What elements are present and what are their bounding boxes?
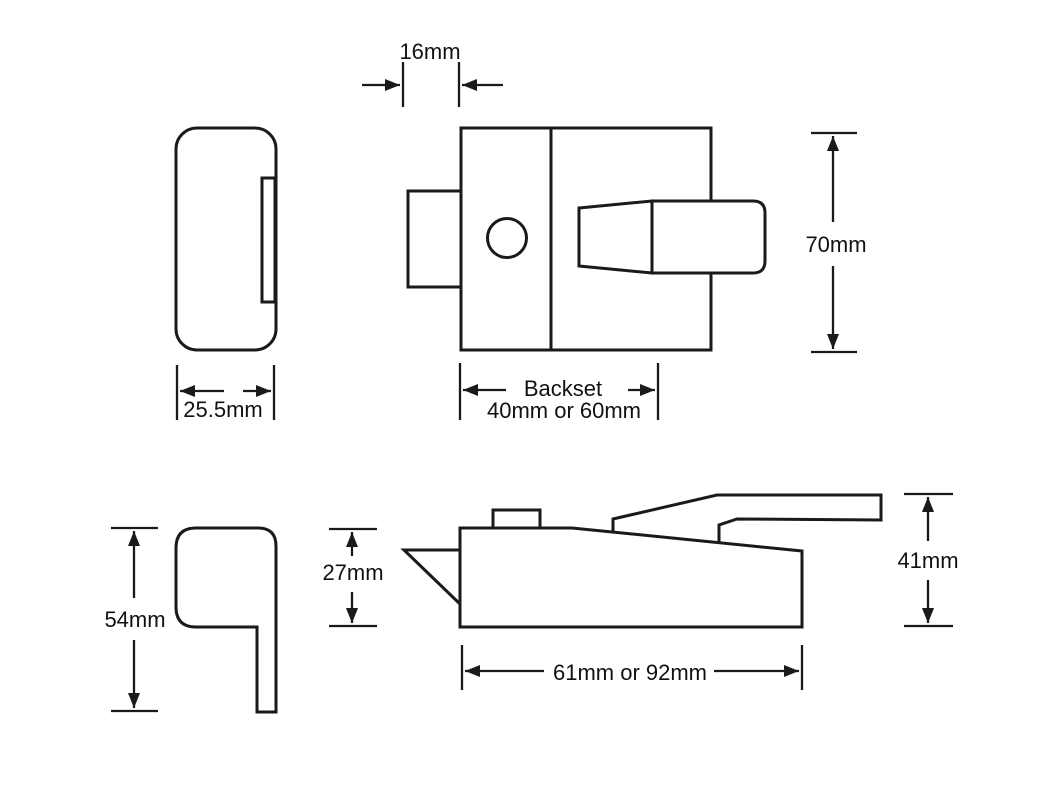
case-side-view: [174, 126, 278, 352]
dim-label-case-height: 70mm: [805, 232, 866, 257]
case-front-view: [406, 126, 767, 352]
dim-label-staple-height: 54mm: [104, 607, 165, 632]
dim-label-case-length: 61mm or 92mm: [553, 660, 707, 685]
dim-label-overall-height: 41mm: [897, 548, 958, 573]
dimension-body-depth: 27mm: [322, 527, 384, 628]
dimension-staple-height: 54mm: [104, 526, 166, 713]
staple-outline: [174, 526, 278, 714]
case-profile-view: [400, 493, 883, 629]
dimension-case-length: 61mm or 92mm: [460, 645, 804, 690]
profile-handle-lever: [611, 493, 883, 543]
latch-bolt: [406, 189, 463, 289]
dim-label-case-depth: 25.5mm: [183, 397, 262, 422]
knob-grip: [650, 199, 767, 275]
dim-label-backset-values: 40mm or 60mm: [487, 398, 641, 423]
staple-side-view: [174, 526, 278, 714]
dimension-overall-height: 41mm: [897, 492, 959, 628]
dim-label-body-depth: 27mm: [322, 560, 383, 585]
case-side-faceplate: [260, 176, 277, 304]
cylinder-hole: [486, 217, 528, 259]
dimension-case-depth: 25.5mm: [175, 365, 276, 422]
profile-latch-bolt: [400, 548, 462, 606]
dimension-backset: Backset 40mm or 60mm: [458, 363, 660, 423]
dim-label-backset: Backset: [524, 376, 602, 401]
dimension-case-height: 70mm: [805, 131, 867, 354]
dim-label-bolt-width: 16mm: [399, 39, 460, 64]
dimension-bolt-width: 16mm: [362, 39, 503, 107]
knob-neck: [577, 199, 654, 275]
profile-body: [458, 526, 804, 629]
profile-snib-button: [491, 508, 542, 528]
